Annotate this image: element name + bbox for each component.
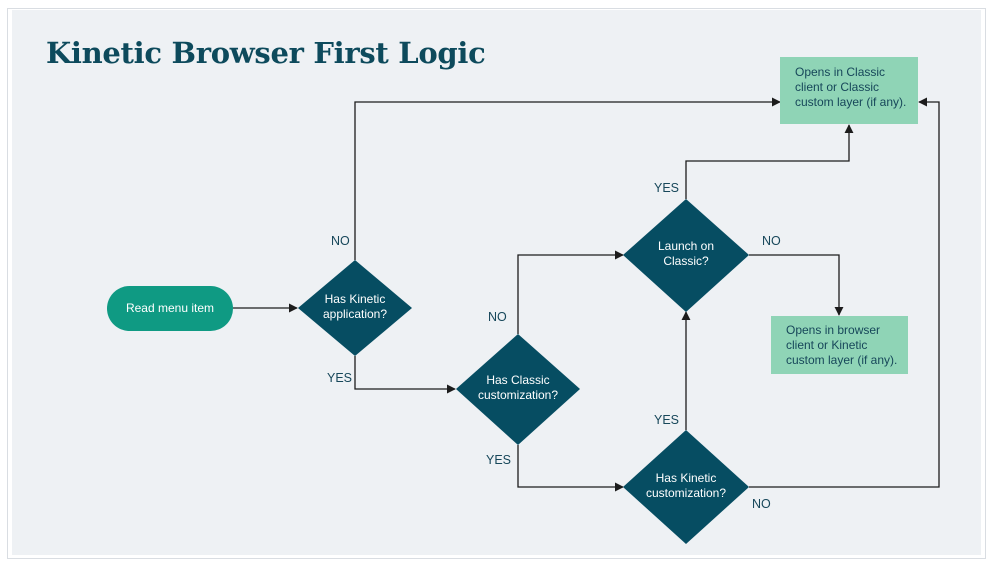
label-d1-no: NO <box>331 234 350 248</box>
decision-has-kinetic-application: Has Kinetic application? <box>298 260 412 356</box>
outcome-browser-line-1: Opens in browser <box>786 323 880 337</box>
connectors <box>233 97 940 492</box>
edge-labels: NO YES NO YES YES NO YES NO <box>327 181 781 511</box>
outcome-classic-line-1: Opens in Classic <box>795 65 885 79</box>
outcome-classic-line-2: client or Classic <box>795 80 879 94</box>
edge-d3-yes <box>685 124 854 199</box>
edge-d2-yes <box>517 445 624 492</box>
decision-d2-line-2: customization? <box>478 388 558 402</box>
outcome-browser-line-2: client or Kinetic <box>786 338 867 352</box>
label-d4-yes: YES <box>654 413 679 427</box>
label-d4-no: NO <box>752 497 771 511</box>
decision-d2-line-1: Has Classic <box>486 373 549 387</box>
start-node: Read menu item <box>107 286 233 331</box>
outcome-opens-in-browser: Opens in browser client or Kinetic custo… <box>771 316 908 374</box>
edge-d4-no <box>749 97 940 488</box>
label-d3-yes: YES <box>654 181 679 195</box>
outcome-classic-line-3: custom layer (if any). <box>795 95 906 109</box>
decision-has-kinetic-customization: Has Kinetic customization? <box>623 430 749 544</box>
decision-d1-line-2: application? <box>323 307 387 321</box>
decision-d1-line-1: Has Kinetic <box>325 292 386 306</box>
label-d2-yes: YES <box>486 453 511 467</box>
decision-has-classic-customization: Has Classic customization? <box>456 334 580 445</box>
diagram-title: Kinetic Browser First Logic <box>46 36 486 70</box>
label-d2-no: NO <box>488 310 507 324</box>
edge-d3-no <box>749 254 844 316</box>
decision-launch-on-classic: Launch on Classic? <box>623 199 749 312</box>
decision-d4-line-1: Has Kinetic <box>656 471 717 485</box>
label-d3-no: NO <box>762 234 781 248</box>
start-node-text: Read menu item <box>126 301 214 315</box>
decision-d3-line-2: Classic? <box>663 254 709 268</box>
label-d1-yes: YES <box>327 371 352 385</box>
decision-d3-line-1: Launch on <box>658 239 714 253</box>
outcome-opens-in-classic: Opens in Classic client or Classic custo… <box>780 57 918 124</box>
outcome-browser-line-3: custom layer (if any). <box>786 353 897 367</box>
edge-d2-no <box>517 250 624 334</box>
edge-d1-no <box>354 97 781 260</box>
edge-d1-yes <box>354 356 456 394</box>
decision-d4-line-2: customization? <box>646 486 726 500</box>
